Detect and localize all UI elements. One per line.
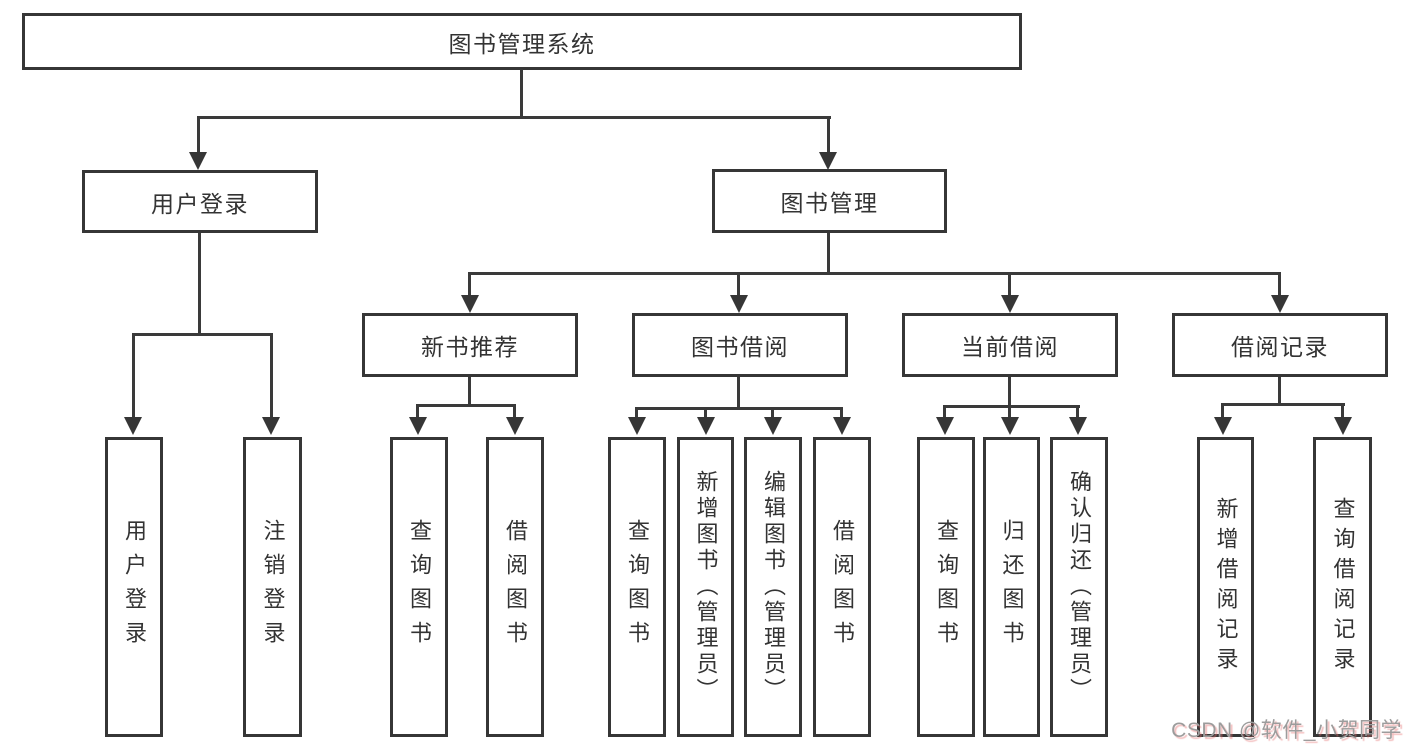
connector-drop xyxy=(771,407,774,419)
leaf-current-query-books: 查询图书 xyxy=(917,437,975,737)
node-new-book-recommend: 新书推荐 xyxy=(362,313,578,377)
node-current-borrow: 当前借阅 xyxy=(902,313,1118,377)
arrow-down-icon xyxy=(1334,417,1352,435)
arrow-down-icon xyxy=(819,152,837,170)
connector-drop xyxy=(270,333,273,419)
arrow-down-icon xyxy=(1069,417,1087,435)
csdn-watermark: CSDN @软件_小贺同学 xyxy=(1171,719,1402,742)
node-label: 图书管理 xyxy=(780,190,879,216)
node-label: 编辑图书（管理员） xyxy=(761,470,786,704)
connector-userlogin-trunk xyxy=(198,233,201,335)
node-label: 新增图书（管理员） xyxy=(693,470,719,704)
arrow-down-icon xyxy=(1001,295,1019,313)
arrow-down-icon xyxy=(628,417,646,435)
arrow-down-icon xyxy=(506,417,524,435)
node-label: 注销登录 xyxy=(260,519,286,655)
leaf-edit-books-admin: 编辑图书（管理员） xyxy=(744,437,802,737)
arrow-down-icon xyxy=(461,295,479,313)
connector-drop xyxy=(1076,405,1079,419)
connector-drop xyxy=(1008,272,1011,297)
node-label: 确认归还（管理员） xyxy=(1067,470,1092,704)
leaf-borrow-books: 借阅图书 xyxy=(813,437,871,737)
arrow-down-icon xyxy=(1214,417,1232,435)
connector-bookborrow-trunk xyxy=(737,377,740,410)
connector-drop xyxy=(1221,403,1224,419)
connector-currentborrow-branch xyxy=(943,405,1080,408)
node-label: 借阅记录 xyxy=(1231,334,1329,360)
connector-drop xyxy=(840,407,843,419)
connector-drop xyxy=(468,272,471,297)
connector-drop xyxy=(737,272,740,297)
node-label: 归还图书 xyxy=(999,519,1025,655)
leaf-logout: 注销登录 xyxy=(243,437,302,737)
connector-drop xyxy=(1278,272,1281,297)
node-label: 新增借阅记录 xyxy=(1213,497,1239,677)
node-label: 查询图书 xyxy=(934,519,959,655)
arrow-down-icon xyxy=(697,417,715,435)
connector-newbook-branch xyxy=(416,404,516,407)
node-library-system: 图书管理系统 xyxy=(22,13,1022,70)
node-book-borrow: 图书借阅 xyxy=(632,313,848,377)
node-label: 用户登录 xyxy=(151,190,249,217)
node-label: 查询借阅记录 xyxy=(1330,497,1356,677)
connector-userlogin-branch xyxy=(132,333,273,336)
node-label: 查询图书 xyxy=(407,519,432,655)
connector-root-trunk xyxy=(520,69,523,117)
connector-drop xyxy=(197,116,200,154)
connector-drop xyxy=(513,404,516,419)
arrow-down-icon xyxy=(1001,417,1019,435)
leaf-borrow-query-books: 查询图书 xyxy=(608,437,666,737)
connector-drop xyxy=(635,407,638,419)
node-label: 当前借阅 xyxy=(961,334,1059,360)
leaf-newbook-query-books: 查询图书 xyxy=(390,437,448,737)
leaf-add-borrow-record: 新增借阅记录 xyxy=(1197,437,1254,737)
arrow-down-icon xyxy=(262,417,280,435)
node-user-login: 用户登录 xyxy=(82,170,318,233)
arrow-down-icon xyxy=(764,417,782,435)
node-label: 图书借阅 xyxy=(691,334,789,360)
connector-bookborrow-branch xyxy=(635,407,843,410)
node-label: 新书推荐 xyxy=(421,334,519,360)
connector-drop xyxy=(943,405,946,419)
connector-borrowrecords-branch xyxy=(1221,403,1345,406)
connector-borrowrecords-trunk xyxy=(1278,377,1281,406)
arrow-down-icon xyxy=(409,417,427,435)
connector-drop xyxy=(827,116,830,154)
arrow-down-icon xyxy=(124,417,142,435)
leaf-add-books-admin: 新增图书（管理员） xyxy=(677,437,734,737)
connector-drop xyxy=(132,333,135,419)
connector-drop xyxy=(704,407,707,419)
node-book-management: 图书管理 xyxy=(712,169,947,233)
arrow-down-icon xyxy=(936,417,954,435)
arrow-down-icon xyxy=(833,417,851,435)
node-label: 用户登录 xyxy=(122,519,147,655)
leaf-newbook-borrow-books: 借阅图书 xyxy=(486,437,544,737)
node-borrow-records: 借阅记录 xyxy=(1172,313,1388,377)
connector-drop xyxy=(1008,405,1011,419)
node-label: 借阅图书 xyxy=(830,519,855,655)
leaf-user-login: 用户登录 xyxy=(105,437,163,737)
connector-drop xyxy=(416,404,419,419)
connector-drop xyxy=(1341,403,1344,419)
leaf-confirm-return-admin: 确认归还（管理员） xyxy=(1050,437,1108,737)
node-label: 查询图书 xyxy=(625,519,650,655)
node-label: 借阅图书 xyxy=(503,519,528,655)
arrow-down-icon xyxy=(1271,295,1289,313)
arrow-down-icon xyxy=(189,152,207,170)
leaf-return-books: 归还图书 xyxy=(983,437,1040,737)
connector-currentborrow-trunk xyxy=(1008,377,1011,408)
connector-root-branch xyxy=(197,116,831,119)
connector-newbook-trunk xyxy=(468,377,471,407)
node-label: 图书管理系统 xyxy=(448,30,596,57)
leaf-query-borrow-record: 查询借阅记录 xyxy=(1313,437,1372,737)
connector-bookmgmt-trunk xyxy=(827,233,830,275)
arrow-down-icon xyxy=(730,295,748,313)
connector-bookmgmt-branch xyxy=(468,272,1281,275)
